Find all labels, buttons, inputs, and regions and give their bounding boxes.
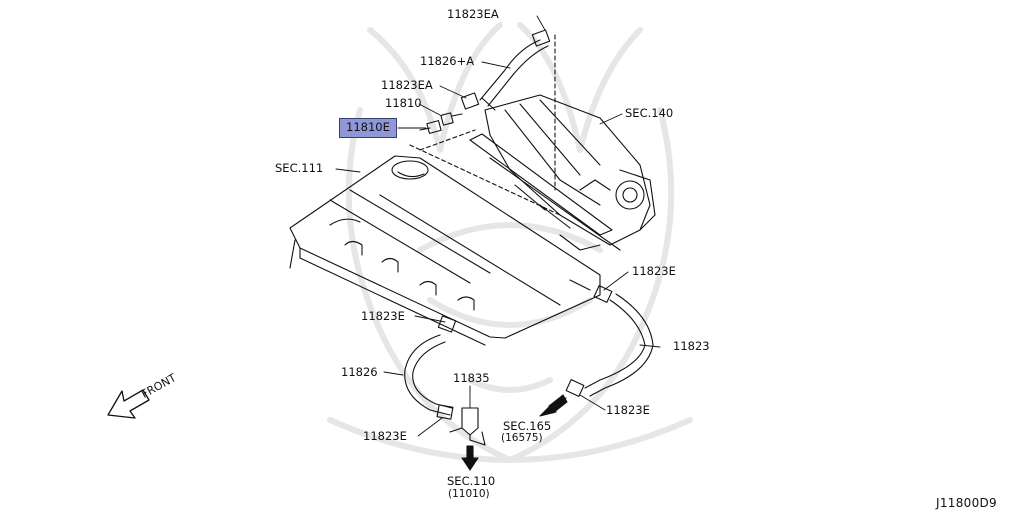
front-arrow-icon xyxy=(107,389,150,419)
arrow-sec165 xyxy=(539,394,568,417)
label-11823E-left: 11823E xyxy=(361,309,405,323)
leader-lines xyxy=(335,15,661,437)
hose-11826 xyxy=(404,315,457,420)
label-11826: 11826 xyxy=(341,365,378,379)
intake-manifold-sec140 xyxy=(469,94,656,251)
diagram-code: J11800D9 xyxy=(936,496,997,510)
hose-11826A xyxy=(460,29,551,111)
label-11823EA-top: 11823EA xyxy=(447,7,499,21)
label-sec165-code: (16575) xyxy=(501,432,543,444)
label-11823E-bottom-right: 11823E xyxy=(606,403,650,417)
label-sec110: SEC.110 xyxy=(447,474,496,488)
label-sec111: SEC.111 xyxy=(275,161,324,175)
label-11823: 11823 xyxy=(673,339,710,353)
label-11835: 11835 xyxy=(453,371,490,385)
engine-block-sec111 xyxy=(289,155,601,346)
label-11810: 11810 xyxy=(385,96,422,110)
watermark-emblem xyxy=(327,22,693,463)
label-sec110-code: (11010) xyxy=(448,488,490,500)
hose-11823 xyxy=(565,279,654,397)
label-sec140: SEC.140 xyxy=(625,106,674,120)
label-11823EA-mid: 11823EA xyxy=(381,78,433,92)
connector-11835 xyxy=(449,407,486,446)
label-11823E-right: 11823E xyxy=(632,264,676,278)
arrow-sec110 xyxy=(461,445,479,471)
label-11810E-highlighted[interactable]: 11810E xyxy=(339,118,397,138)
label-11826A: 11826+A xyxy=(420,54,475,68)
label-sec165: SEC.165 xyxy=(503,419,552,433)
dashed-leaders xyxy=(409,34,561,216)
pcv-valve-11810 xyxy=(419,112,463,134)
label-11823E-bottom-left: 11823E xyxy=(363,429,407,443)
